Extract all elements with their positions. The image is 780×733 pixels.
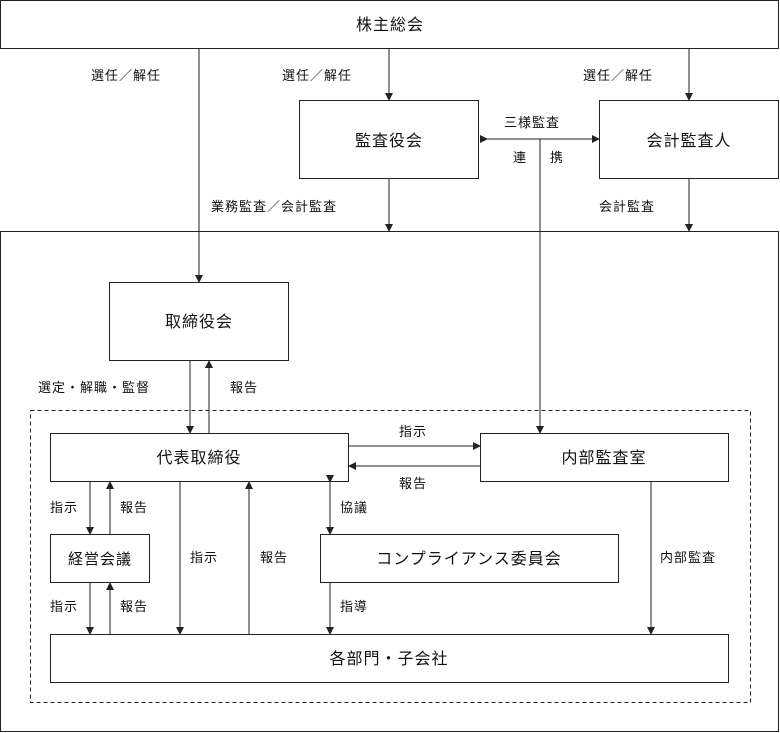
label-consult: 協議 [340,501,368,516]
label-select-dismiss-supervise: 選定・解職・監督 [38,380,150,396]
label-instruct-departments: 指示 [190,551,218,566]
label-report-meeting: 報告 [120,501,148,516]
internal-audit-office-label: 内部監査室 [561,448,646,467]
board-label: 取締役会 [165,312,233,331]
label-three-way-audit: 三様監査 [504,115,560,131]
label-report-departments: 報告 [260,551,288,566]
label-instruct-internal: 指示 [399,425,427,440]
label-accounting-audit: 会計監査 [599,199,655,215]
label-internal-audit: 内部監査 [660,550,716,566]
label-meeting-report: 報告 [120,600,148,615]
representative-director-label: 代表取締役 [156,448,241,467]
accounting-auditor-label: 会計監査人 [646,131,731,150]
label-instruct-meeting: 指示 [50,501,78,516]
label-appoint-dismiss-audit: 選任／解任 [282,69,352,84]
label-appoint-dismiss-board: 選任／解任 [91,69,161,84]
label-business-accounting-audit: 業務監査／会計監査 [211,199,337,215]
accounting-auditor-box [599,100,779,179]
board-box [109,282,289,361]
label-meeting-instruct: 指示 [50,600,78,615]
label-guidance: 指導 [340,600,368,615]
management-meeting-box [50,534,150,583]
shareholders-label: 株主総会 [356,15,424,34]
departments-box [50,634,729,683]
management-meeting-label: 経営会議 [68,550,132,568]
audit-board-label: 監査役会 [355,131,423,150]
label-appoint-dismiss-accounting: 選任／解任 [583,69,653,84]
compliance-committee-box [320,534,619,583]
representative-director-box [50,433,349,482]
label-cooperation-1: 連 [513,151,527,166]
shareholders-box [0,0,779,49]
label-report-to-board: 報告 [230,381,258,396]
executive-dashed-frame [30,410,751,703]
departments-label: 各部門・子会社 [329,649,448,668]
internal-audit-office-box [480,433,729,482]
compliance-committee-label: コンプライアンス委員会 [376,549,562,568]
label-cooperation-2: 携 [550,150,564,166]
label-report-from-internal: 報告 [399,477,427,492]
